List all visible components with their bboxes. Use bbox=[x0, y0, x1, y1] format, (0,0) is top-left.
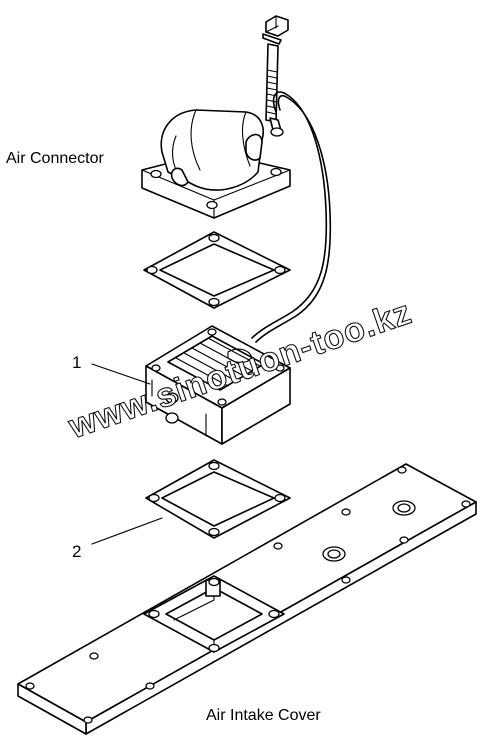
bolt bbox=[262, 15, 289, 123]
heater-wire bbox=[251, 91, 332, 343]
heater-housing bbox=[145, 325, 291, 445]
leader-lines bbox=[91, 363, 163, 545]
leader-line-1 bbox=[91, 363, 151, 385]
callout-2-label: 2 bbox=[72, 542, 81, 561]
air-connector-label: Air Connector bbox=[6, 150, 104, 167]
air-intake-cover-label: Air Intake Cover bbox=[206, 707, 321, 724]
leader-line-2 bbox=[91, 517, 163, 545]
callout-1-label: 1 bbox=[72, 353, 81, 372]
upper-gasket bbox=[143, 231, 291, 309]
lower-gasket bbox=[145, 459, 291, 539]
air-connector bbox=[141, 109, 291, 219]
air-intake-cover bbox=[17, 463, 477, 735]
